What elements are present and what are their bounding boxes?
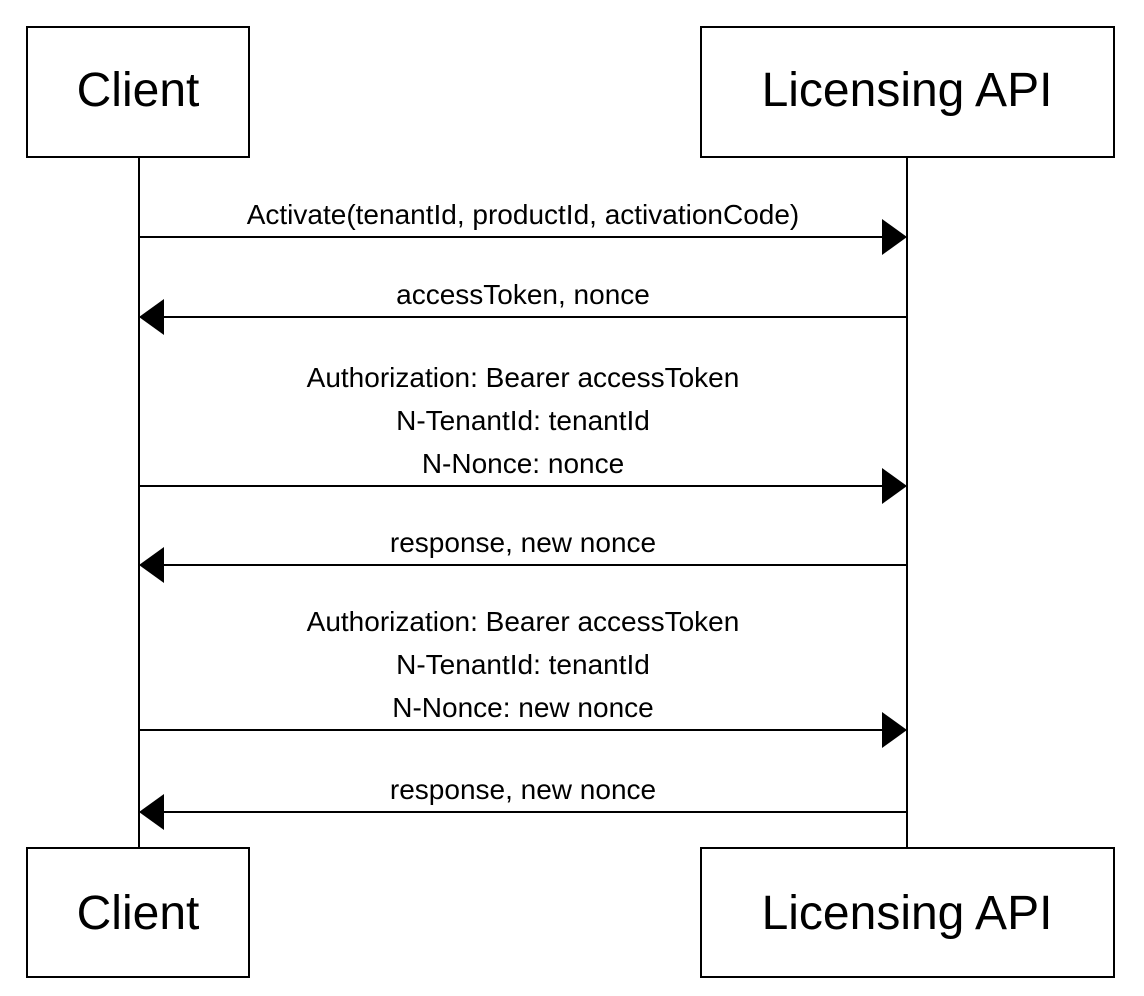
client-participant-top: Client: [26, 26, 250, 158]
message-3-label-1: Authorization: Bearer accessToken: [307, 362, 740, 393]
message-5: Authorization: Bearer accessTokenN-Tenan…: [139, 606, 907, 748]
api-participant-top: Licensing API: [700, 26, 1115, 158]
client-participant-top-label: Client: [77, 64, 200, 117]
message-3-arrowhead: [882, 468, 907, 504]
message-5-label-1: Authorization: Bearer accessToken: [307, 606, 740, 637]
client-participant-bottom-label: Client: [77, 887, 200, 940]
message-5-label-2: N-TenantId: tenantId: [396, 649, 650, 680]
api-participant-bottom: Licensing API: [700, 847, 1115, 978]
message-2-label-1: accessToken, nonce: [396, 279, 650, 310]
message-4-label-1: response, new nonce: [390, 527, 656, 558]
message-1-label-1: Activate(tenantId, productId, activation…: [247, 199, 800, 230]
message-6: response, new nonce: [139, 774, 907, 830]
message-1-arrowhead: [882, 219, 907, 255]
message-1: Activate(tenantId, productId, activation…: [139, 199, 907, 255]
message-6-label-1: response, new nonce: [390, 774, 656, 805]
message-5-label-3: N-Nonce: new nonce: [392, 692, 653, 723]
message-2: accessToken, nonce: [139, 279, 907, 335]
message-4-arrowhead: [139, 547, 164, 583]
api-participant-bottom-label: Licensing API: [762, 887, 1053, 940]
client-participant-bottom: Client: [26, 847, 250, 978]
message-3: Authorization: Bearer accessTokenN-Tenan…: [139, 362, 907, 504]
message-3-label-2: N-TenantId: tenantId: [396, 405, 650, 436]
message-5-arrowhead: [882, 712, 907, 748]
messages: Activate(tenantId, productId, activation…: [139, 199, 907, 830]
message-6-arrowhead: [139, 794, 164, 830]
message-2-arrowhead: [139, 299, 164, 335]
message-4: response, new nonce: [139, 527, 907, 583]
message-3-label-3: N-Nonce: nonce: [422, 448, 624, 479]
api-participant-top-label: Licensing API: [762, 64, 1053, 117]
